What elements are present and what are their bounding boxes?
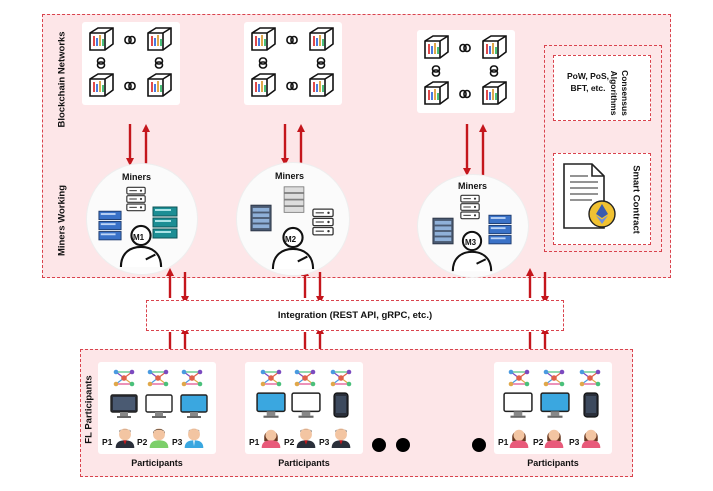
miner-person-icon — [271, 226, 315, 270]
participant-label: P3 — [172, 437, 183, 447]
person-icon — [184, 428, 204, 448]
miner-title: Miners — [122, 172, 152, 182]
person-icon — [581, 429, 601, 448]
monitor-icon — [110, 394, 138, 419]
consensus-algorithms-box — [553, 55, 651, 121]
fl-network-icon — [330, 369, 352, 387]
participant-label: P3 — [319, 437, 330, 447]
monitor-icon — [256, 392, 286, 419]
blockchain-network-2 — [244, 22, 342, 105]
disk-array-icon — [283, 186, 305, 213]
blockchain-network-3 — [417, 30, 515, 113]
monitor-icon — [540, 392, 570, 419]
ellipsis-dot — [372, 438, 386, 452]
fl-network-icon — [113, 369, 135, 387]
integration-label: Integration (REST API, gRPC, etc.) — [277, 310, 433, 321]
phone-icon — [583, 392, 599, 418]
person-icon — [261, 429, 281, 448]
ellipsis-dot — [396, 438, 410, 452]
consensus-smart-contract-area — [544, 45, 662, 252]
monitor-icon — [145, 394, 173, 419]
monitor-icon — [180, 394, 208, 419]
participants-caption: Participants — [278, 458, 330, 468]
participant-label: P3 — [569, 437, 580, 447]
blockchain-network-1 — [82, 22, 180, 105]
fl-network-icon — [579, 369, 601, 387]
miner-person-icon — [119, 224, 163, 268]
miner-person-icon — [451, 230, 493, 272]
person-icon — [115, 428, 135, 448]
server-icon — [460, 194, 480, 220]
consensus-methods-text: PoW, PoS, BFT, etc. — [566, 71, 610, 93]
miner-badge: M3 — [465, 238, 477, 247]
smart-contract-icon — [563, 163, 616, 229]
person-icon — [544, 429, 564, 448]
person-icon — [296, 428, 316, 448]
miner-title: Miners — [275, 171, 305, 181]
participant-label: P1 — [102, 437, 113, 447]
fl-network-icon — [294, 369, 316, 387]
person-icon — [331, 428, 351, 448]
participants-caption: Participants — [131, 458, 183, 468]
monitor-icon — [291, 392, 321, 419]
phone-icon — [333, 392, 349, 418]
fl-participants-label: FL Participants — [83, 375, 95, 444]
person-icon — [509, 429, 529, 448]
ellipsis-dot — [472, 438, 486, 452]
person-icon — [149, 428, 169, 448]
participants-caption: Participants — [527, 458, 579, 468]
monitor-icon — [503, 392, 533, 419]
fl-network-icon — [260, 369, 282, 387]
miner-badge: M2 — [285, 235, 297, 244]
participant-label: P2 — [533, 437, 544, 447]
server-icon — [126, 186, 146, 212]
miner-title: Miners — [458, 181, 488, 191]
participant-label: P2 — [137, 437, 148, 447]
miner-badge: M1 — [133, 233, 145, 242]
fl-network-icon — [147, 369, 169, 387]
fl-network-icon — [543, 369, 565, 387]
fl-network-icon — [181, 369, 203, 387]
participant-label: P1 — [249, 437, 260, 447]
integration-box — [146, 300, 564, 331]
participant-label: P2 — [284, 437, 295, 447]
fl-network-icon — [508, 369, 530, 387]
participant-label: P1 — [498, 437, 509, 447]
